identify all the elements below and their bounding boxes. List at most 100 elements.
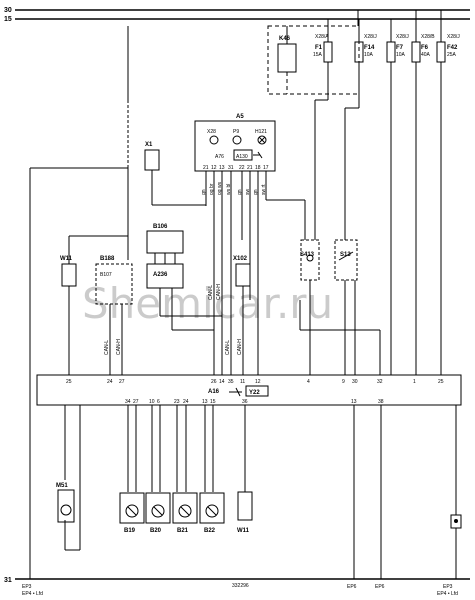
a5-wire-label: og br bbox=[209, 183, 215, 195]
a5-pin-label: 21 bbox=[203, 165, 209, 171]
y22-box bbox=[245, 385, 269, 397]
a16-label: A16 bbox=[208, 389, 220, 395]
relay-k46-housing bbox=[267, 25, 360, 95]
a5-wire-label: og ws bbox=[217, 181, 223, 195]
s13-label: S13 bbox=[340, 252, 351, 258]
fuse-f6-ref: F6 bbox=[421, 45, 429, 51]
ground-point-icon bbox=[450, 514, 462, 529]
fuse-f14-slot: X28/J bbox=[364, 34, 377, 40]
a16-bottom-pin-label: 10 bbox=[149, 399, 155, 405]
footer-left-tag: EP3 bbox=[22, 584, 32, 590]
fuse-f7-rating: 10A bbox=[396, 52, 406, 58]
a16-bottom-pin-label: 6 bbox=[157, 399, 160, 405]
x102-label: X102 bbox=[233, 256, 248, 262]
fuse-f14-rating: 10A bbox=[364, 52, 374, 58]
footer-g2: EP6 bbox=[375, 584, 385, 590]
can-bus-label: CAN-L bbox=[104, 340, 110, 355]
a16-bottom-pin-label: 15 bbox=[210, 399, 216, 405]
a5-wire-label: gn bbox=[237, 189, 243, 195]
relay-k46-label: K46 bbox=[279, 36, 291, 42]
motor-m51-box bbox=[57, 489, 75, 523]
connector-x1 bbox=[144, 149, 160, 171]
b107-label: B107 bbox=[100, 272, 112, 278]
fuse-f42-slot: X28/J bbox=[447, 34, 460, 40]
fuse-f7-slot: X28/J bbox=[396, 34, 409, 40]
a5-pin-label: 17 bbox=[263, 165, 269, 171]
a16-control-unit bbox=[36, 374, 462, 406]
fuse-f42-ref: F42 bbox=[447, 45, 458, 51]
a5-inner-a76: A76 bbox=[215, 154, 224, 160]
fuse-f14 bbox=[354, 41, 364, 63]
a5-inner-a130: A130 bbox=[236, 154, 248, 160]
a5-wire-label: ws bl bbox=[226, 184, 232, 195]
a16-top-pin-label: 12 bbox=[255, 379, 261, 385]
a16-top-pin-label: 30 bbox=[352, 379, 358, 385]
a16-top-pin-label: 14 bbox=[219, 379, 225, 385]
sensor-b22-label: B22 bbox=[204, 528, 216, 534]
a16-top-pin-label: 25 bbox=[438, 379, 444, 385]
footer-right-tag: EP3 bbox=[443, 584, 453, 590]
fuse-f7 bbox=[386, 41, 396, 63]
a5-pin-label: 22 bbox=[239, 165, 245, 171]
sensor-b21 bbox=[172, 492, 198, 524]
a5-wire-label: gn bbox=[201, 189, 207, 195]
sensor-b21-label: B21 bbox=[177, 528, 189, 534]
b106-label: B106 bbox=[153, 224, 168, 230]
b106-module bbox=[146, 230, 184, 254]
a5-wire-label: sw rt bbox=[261, 184, 267, 195]
a5-sub-h121: H121 bbox=[255, 129, 267, 135]
fuse-f6-rating: 40A bbox=[421, 52, 431, 58]
sensor-b20-label: B20 bbox=[150, 528, 162, 534]
switch-s413 bbox=[300, 239, 320, 281]
fuse-f42-rating: 25A bbox=[447, 52, 457, 58]
a16-top-pin-label: 24 bbox=[107, 379, 113, 385]
can-bus-label: CAN-H bbox=[116, 339, 122, 355]
footer-center-code: 332296 bbox=[232, 583, 249, 589]
m51-label: M51 bbox=[56, 483, 68, 489]
a16-top-pin-label: 26 bbox=[211, 379, 217, 385]
a5-pin-label: 31 bbox=[228, 165, 234, 171]
a5-pin-label: 12 bbox=[211, 165, 217, 171]
fuse-f14-ref: F14 bbox=[364, 45, 375, 51]
a16-bottom-pin-label: 23 bbox=[174, 399, 180, 405]
motor-m51-icon bbox=[60, 504, 72, 516]
a16-top-pin-label: 25 bbox=[66, 379, 72, 385]
fuse-f1-slot: X28/A bbox=[315, 34, 329, 40]
w11-left-label: W11 bbox=[60, 256, 73, 262]
a16-bottom-pin-label: 34 bbox=[125, 399, 131, 405]
fuse-f7-ref: F7 bbox=[396, 45, 404, 51]
a16-bottom-pin-label: 13 bbox=[351, 399, 357, 405]
s413-label: S413 bbox=[300, 252, 315, 258]
footer-right-sub: EP4 • Lfd bbox=[437, 591, 458, 597]
sensor-b19-label: B19 bbox=[124, 528, 136, 534]
footer-g1: EP6 bbox=[347, 584, 357, 590]
x28-gauge-icon bbox=[209, 135, 219, 145]
a5-sub-p9: P9 bbox=[233, 129, 239, 135]
a236-label: A236 bbox=[153, 272, 168, 278]
can-bus-label: CAN-L bbox=[208, 285, 214, 300]
b188-module bbox=[95, 263, 133, 305]
rail-31-label: 31 bbox=[4, 577, 12, 584]
sensor-b22 bbox=[199, 492, 225, 524]
a5-wire-label: sw bbox=[245, 189, 251, 196]
h121-lamp-icon bbox=[257, 135, 267, 145]
a16-bottom-pin-label: 24 bbox=[183, 399, 189, 405]
fuse-f1-ref: F1 bbox=[315, 45, 323, 51]
a16-bottom-pin-label: 27 bbox=[133, 399, 139, 405]
fuse-f6 bbox=[411, 41, 421, 63]
a5-wire-label: gn bbox=[253, 189, 259, 195]
sensor-b19 bbox=[119, 492, 145, 524]
a16-top-pin-label: 4 bbox=[307, 379, 310, 385]
fuse-f6-slot: X28/B bbox=[421, 34, 435, 40]
watermark-text: Shemicar.ru bbox=[82, 279, 333, 328]
rail-15-label: 15 bbox=[4, 16, 12, 23]
y22-label: Y22 bbox=[249, 390, 260, 396]
a16-top-pin-label: 32 bbox=[377, 379, 383, 385]
a16-bottom-pin-label: 38 bbox=[378, 399, 384, 405]
x1-label: X1 bbox=[145, 142, 153, 148]
a16-bottom-pin-label: 36 bbox=[242, 399, 248, 405]
